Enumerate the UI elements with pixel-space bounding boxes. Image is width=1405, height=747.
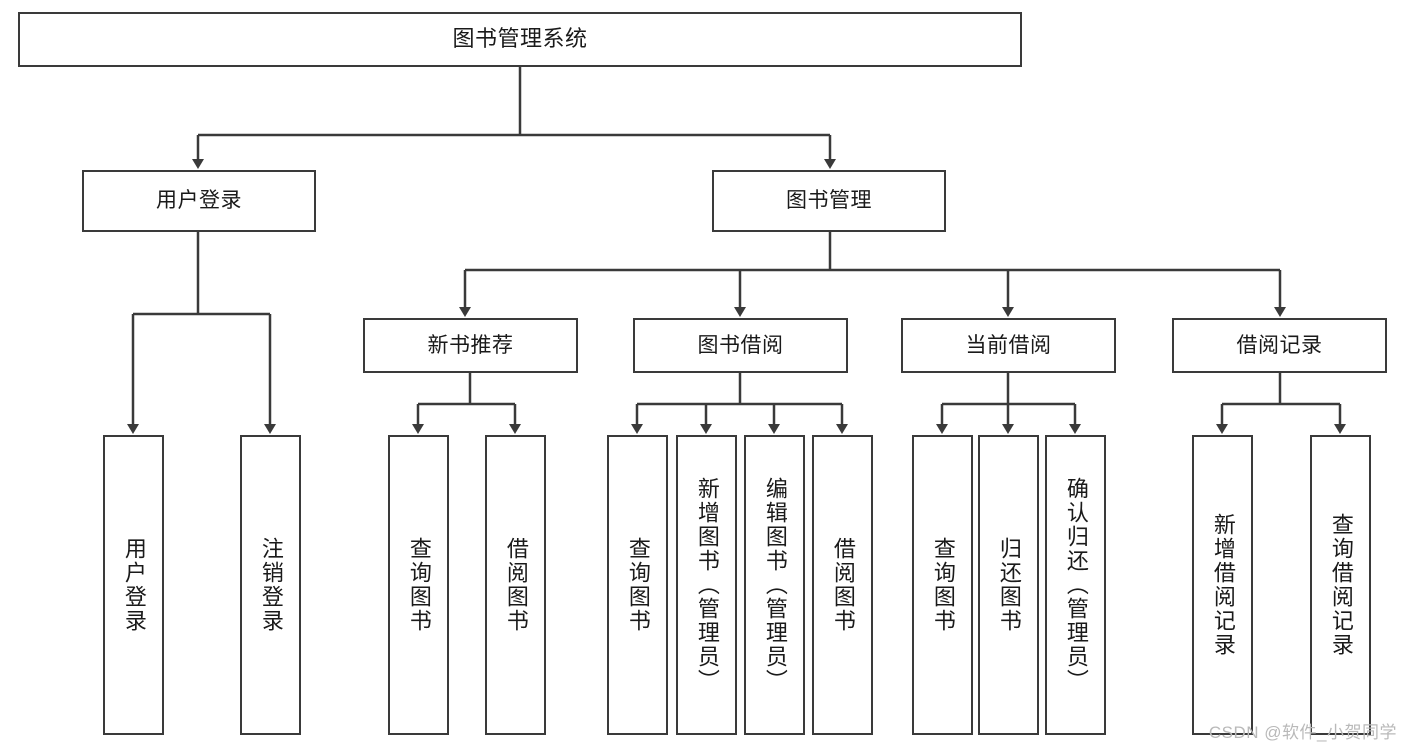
node-label: 新书推荐 [427,333,514,357]
leaf-add-record[interactable]: 新增借阅记录 [1192,435,1253,735]
node-label: 查询图书 [625,537,651,633]
node-label: 新增借阅记录 [1210,513,1236,657]
node-label: 归还图书 [996,537,1022,633]
node-label: 图书管理系统 [452,26,588,52]
node-label: 当前借阅 [965,333,1052,357]
leaf-query-book-3[interactable]: 查询图书 [912,435,973,735]
node-book-manage[interactable]: 图书管理 [712,170,946,232]
node-label: 注销登录 [258,537,284,633]
leaf-query-book-1[interactable]: 查询图书 [388,435,449,735]
node-label: 确认归还（管理员） [1063,477,1089,693]
node-label: 编辑图书（管理员） [762,477,788,693]
node-new-book-recommend[interactable]: 新书推荐 [363,318,578,373]
node-current-borrow[interactable]: 当前借阅 [901,318,1116,373]
leaf-logout-login[interactable]: 注销登录 [240,435,301,735]
node-label: 查询借阅记录 [1328,513,1354,657]
node-label: 用户登录 [121,537,147,633]
leaf-confirm-return[interactable]: 确认归还（管理员） [1045,435,1106,735]
leaf-query-record[interactable]: 查询借阅记录 [1310,435,1371,735]
node-label: 借阅图书 [503,537,529,633]
node-borrow-record[interactable]: 借阅记录 [1172,318,1387,373]
leaf-add-book[interactable]: 新增图书（管理员） [676,435,737,735]
node-label: 查询图书 [406,537,432,633]
node-root-system[interactable]: 图书管理系统 [18,12,1022,67]
node-label: 图书管理 [786,189,872,213]
watermark-text: CSDN @软件_小贺同学 [1208,723,1397,742]
node-label: 新增图书（管理员） [694,477,720,693]
leaf-query-book-2[interactable]: 查询图书 [607,435,668,735]
node-user-login[interactable]: 用户登录 [82,170,316,232]
leaf-return-book[interactable]: 归还图书 [978,435,1039,735]
leaf-edit-book[interactable]: 编辑图书（管理员） [744,435,805,735]
node-book-borrow[interactable]: 图书借阅 [633,318,848,373]
leaf-borrow-book-1[interactable]: 借阅图书 [485,435,546,735]
node-label: 用户登录 [156,189,242,213]
node-label: 查询图书 [930,537,956,633]
node-label: 借阅图书 [830,537,856,633]
leaf-user-login[interactable]: 用户登录 [103,435,164,735]
node-label: 借阅记录 [1236,333,1323,357]
node-label: 图书借阅 [697,333,784,357]
leaf-borrow-book-2[interactable]: 借阅图书 [812,435,873,735]
